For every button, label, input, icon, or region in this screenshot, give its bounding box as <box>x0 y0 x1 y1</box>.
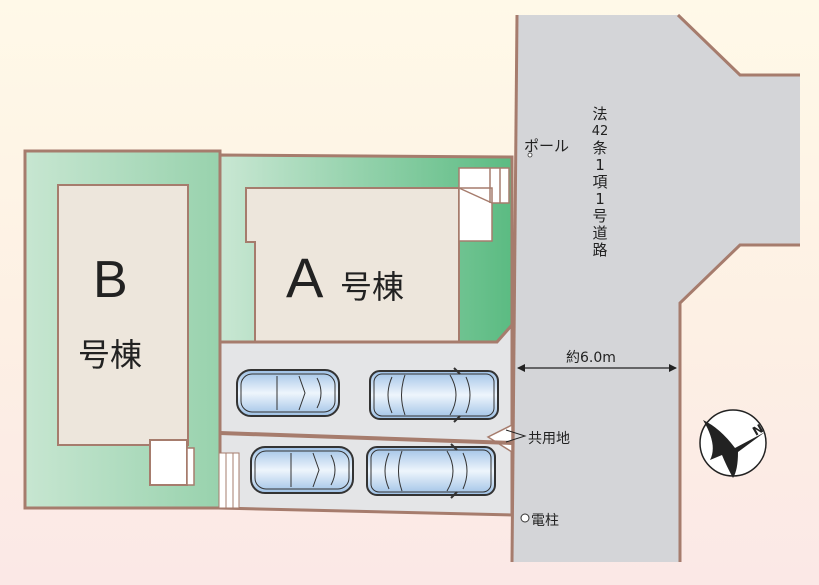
road-width-label: 約6.0m <box>566 350 616 366</box>
utility-pole-label: 電柱 <box>531 513 559 529</box>
building-a-suffix: 号棟 <box>340 268 405 306</box>
car-large-2 <box>366 443 496 499</box>
building-b-suffix: 号棟 <box>78 336 143 374</box>
building-a-letter: A <box>286 246 324 309</box>
bird-compass-icon <box>699 409 767 478</box>
road-surface <box>512 15 800 562</box>
pole-label: ポール <box>524 137 570 155</box>
car-large-1 <box>369 367 499 423</box>
building-b-letter: B <box>93 251 128 309</box>
car-small-2 <box>250 446 354 494</box>
common-land-label: 共用地 <box>528 431 570 447</box>
car-small-1 <box>236 369 340 417</box>
road-classification-label: 法 42 条 1 項 1 号 道 路 <box>591 105 609 259</box>
building-b <box>57 184 189 446</box>
